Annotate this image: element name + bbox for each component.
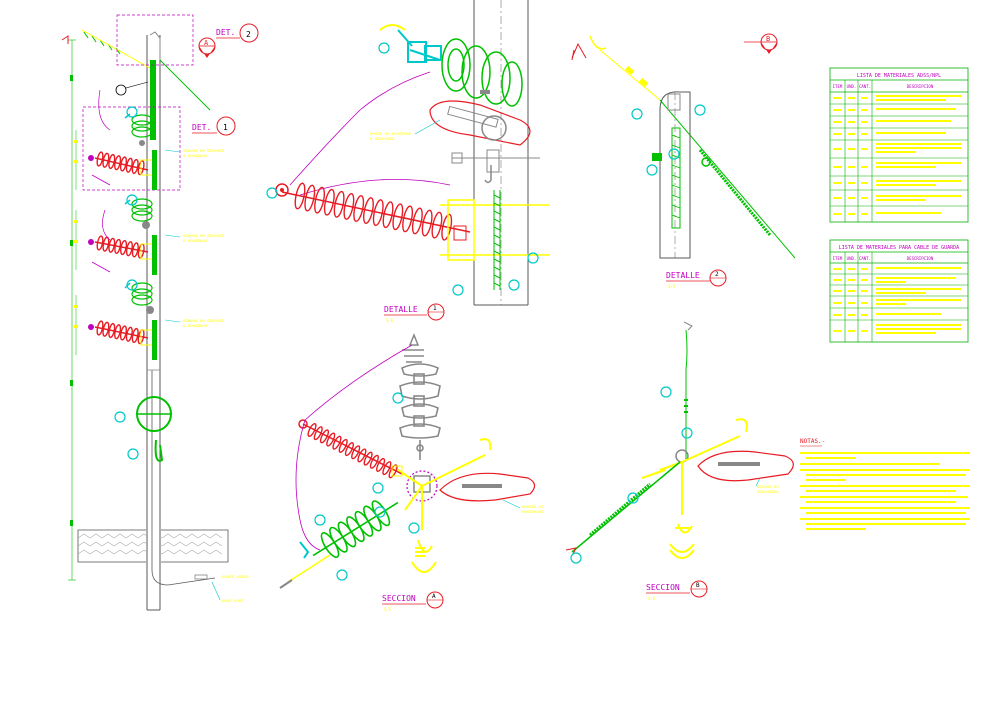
svg-text:oooooo oo ooooooo: oooooo oo ooooooo <box>183 318 225 323</box>
table-guarda-header-desc: DESCRIPCION <box>907 256 934 261</box>
insulator-level-1: oooooo oo ooooooo o oooooooo <box>88 113 225 190</box>
seccion-a-title: SECCION S/E A <box>382 591 444 612</box>
svg-text:oooo oooo: oooo oooo <box>222 598 244 603</box>
seccion-b-title: SECCION S/E B <box>646 580 708 601</box>
detalle1-scale: S/E <box>386 318 394 323</box>
seccion-a-scale: S/E <box>384 607 392 612</box>
seccion-b-letter: B <box>696 582 700 589</box>
seccion-a-view: oooooo oo ooooooooo <box>279 332 544 589</box>
svg-text:ooooooooo: ooooooooo <box>522 509 544 514</box>
pole-elevation: ooooo ooooo oooo oooo <box>61 14 259 611</box>
detalle1-number: 1 <box>433 305 437 312</box>
table-adss-title: LISTA DE MATERIALES ADSS/NPL <box>857 73 941 79</box>
svg-text:o oooooooo: o oooooooo <box>183 153 208 158</box>
det2-label: DET. <box>216 28 235 37</box>
det1-number: 1 <box>223 123 228 132</box>
table-guarda: LISTA DE MATERIALES PARA CABLE DE GUARDA… <box>829 239 969 343</box>
seccion-a-label: SECCION <box>382 594 416 603</box>
svg-text:o oooooooo: o oooooooo <box>370 136 395 141</box>
table-guarda-title: LISTA DE MATERIALES PARA CABLE DE GUARDA <box>839 245 959 251</box>
table-guarda-header-item: ITEM <box>833 256 843 261</box>
svg-text:oooooo oo: oooooo oo <box>757 484 779 489</box>
table-adss-header-desc: DESCRIPCION <box>907 84 934 89</box>
table-adss-header-und: UND. <box>847 84 857 89</box>
insulator-level-2: oooooo oo ooooooo o oooooooo <box>88 198 225 275</box>
seccion-b-scale: S/E <box>648 596 656 601</box>
detalle-2-title: DETALLE S/E 2 <box>666 269 727 289</box>
detalle2-label: DETALLE <box>666 271 700 280</box>
notes-block: NOTAS.- <box>800 438 970 530</box>
svg-text:oooooo oo ooooooo: oooooo oo ooooooo <box>183 148 225 153</box>
table-adss-header-cant: CANT. <box>859 84 871 89</box>
notes-title: NOTAS.- <box>800 438 825 445</box>
svg-text:oooooo oo: oooooo oo <box>522 504 544 509</box>
svg-text:ooooooooo: ooooooooo <box>757 489 779 494</box>
table-guarda-header-cant: CANT. <box>859 256 871 261</box>
detalle2-number: 2 <box>715 271 719 278</box>
detalle2-scale: S/E <box>668 284 676 289</box>
svg-text:o oooooooo: o oooooooo <box>183 323 208 328</box>
table-adss: LISTA DE MATERIALES ADSS/NPL ITEM UND. C… <box>829 67 969 223</box>
marker-a: A <box>204 39 209 47</box>
marker-b: B <box>766 35 770 43</box>
svg-text:o oooooooo: o oooooooo <box>183 238 208 243</box>
det1-label: DET. <box>192 123 211 132</box>
detalle1-label: DETALLE <box>384 305 418 314</box>
seccion-a-letter: A <box>432 593 436 600</box>
det2-number: 2 <box>246 30 251 39</box>
detalle-2-view: B <box>571 33 796 259</box>
seccion-b-view: oooooo oo ooooooooo <box>565 321 794 564</box>
svg-text:ooooo oo oooooooo: ooooo oo oooooooo <box>370 131 412 136</box>
table-adss-header-item: ITEM <box>833 84 843 89</box>
insulator-level-3: oooooo oo ooooooo o oooooooo <box>88 282 225 360</box>
svg-text:oooooo oo ooooooo: oooooo oo ooooooo <box>183 233 225 238</box>
table-guarda-header-und: UND. <box>847 256 857 261</box>
detalle-1-view: ooooo oo oooooooo o oooooooo <box>266 0 550 306</box>
detalle-1-title: DETALLE S/E 1 <box>384 303 445 323</box>
svg-text:ooooo ooooo: ooooo ooooo <box>222 574 249 579</box>
seccion-b-label: SECCION <box>646 583 680 592</box>
